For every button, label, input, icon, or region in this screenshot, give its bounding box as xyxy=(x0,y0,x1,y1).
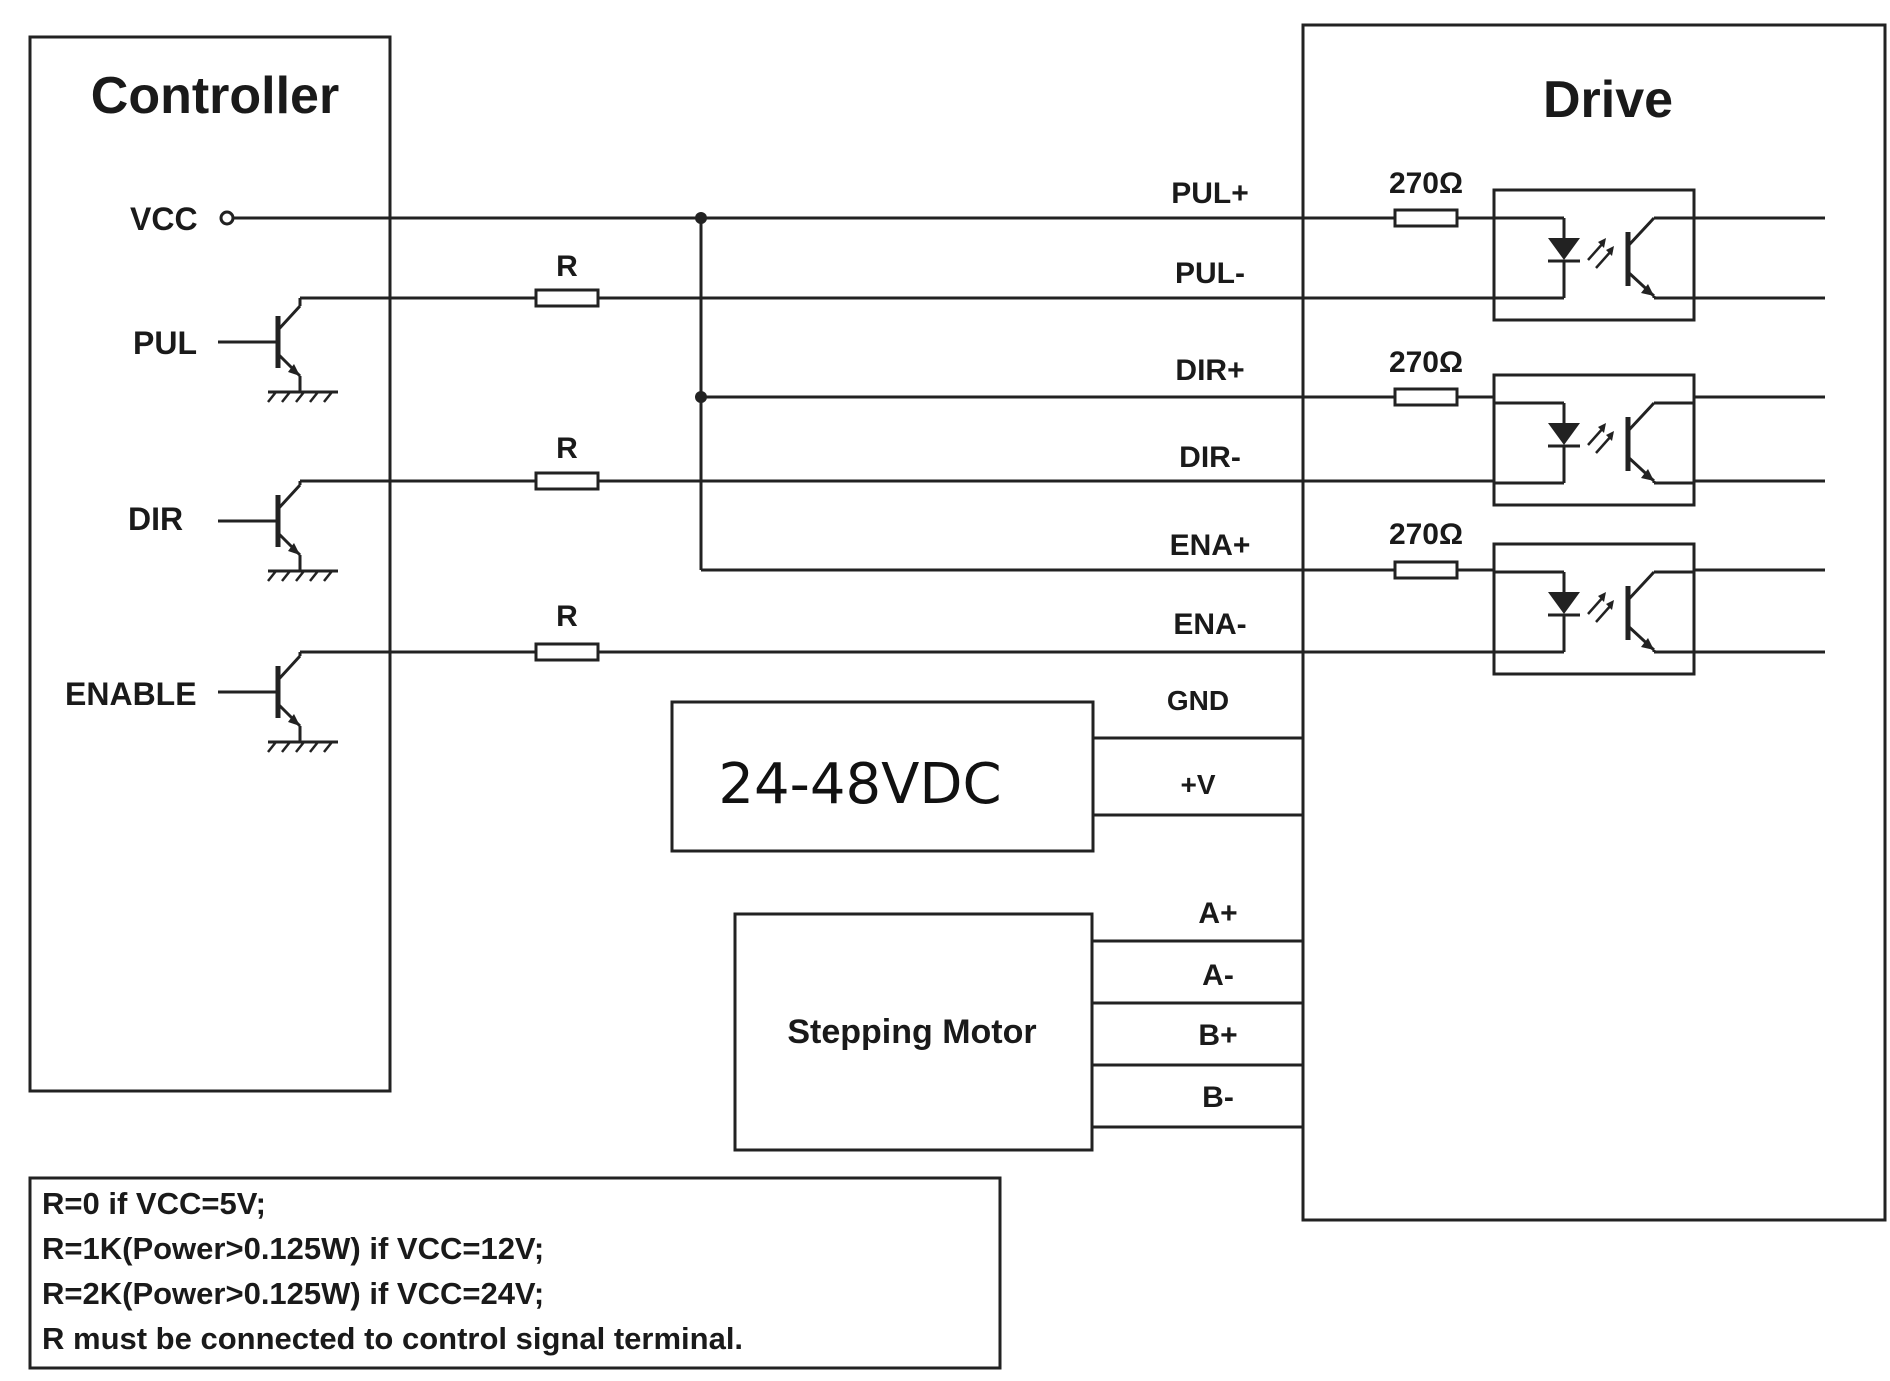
resistor-270-ena-label: 270Ω xyxy=(1389,518,1463,551)
pul-input-label: PUL xyxy=(133,325,197,361)
vcc-label: VCC xyxy=(130,201,198,237)
resistor-r-dir xyxy=(534,471,600,491)
vcc-terminal xyxy=(219,210,235,226)
dir-input-label: DIR xyxy=(128,501,183,537)
resistor-270-ena xyxy=(1393,560,1459,580)
terminal-dir-plus: DIR+ xyxy=(1175,354,1244,387)
resistor-270-pul xyxy=(1393,208,1459,228)
resistor-270-dir xyxy=(1393,387,1459,407)
terminal-pul-plus: PUL+ xyxy=(1171,177,1249,210)
junction-dot xyxy=(695,212,707,224)
terminal-dir-minus: DIR- xyxy=(1179,441,1241,474)
drive-title: Drive xyxy=(1543,71,1673,129)
controller-title: Controller xyxy=(91,67,339,125)
note-line-1: R=0 if VCC=5V; xyxy=(42,1186,266,1221)
terminal-plus-v: +V xyxy=(1180,769,1215,800)
optocoupler-pul xyxy=(1494,190,1694,320)
stepping-motor-box xyxy=(733,912,1094,1152)
notes-box xyxy=(28,1176,1002,1370)
power-supply-label: 24-48VDC xyxy=(718,752,1001,817)
resistor-270-dir-label: 270Ω xyxy=(1389,346,1463,379)
terminal-b-plus: B+ xyxy=(1198,1019,1237,1052)
note-line-2: R=1K(Power>0.125W) if VCC=12V; xyxy=(42,1231,544,1266)
terminal-a-plus: A+ xyxy=(1198,897,1237,930)
resistor-r-pul xyxy=(534,288,600,308)
resistor-r-pul-label: R xyxy=(556,250,578,283)
optocoupler-dir xyxy=(1494,375,1694,505)
terminal-ena-minus: ENA- xyxy=(1173,608,1246,641)
controller-box xyxy=(28,35,392,1093)
power-supply-box xyxy=(670,700,1095,853)
note-line-3: R=2K(Power>0.125W) if VCC=24V; xyxy=(42,1276,544,1311)
terminal-ena-plus: ENA+ xyxy=(1170,529,1251,562)
terminal-a-minus: A- xyxy=(1202,959,1234,992)
enable-input-label: ENABLE xyxy=(65,676,197,712)
note-line-4: R must be connected to control signal te… xyxy=(42,1321,743,1356)
resistor-r-dir-label: R xyxy=(556,432,578,465)
resistor-r-ena-label: R xyxy=(556,600,578,633)
resistor-270-pul-label: 270Ω xyxy=(1389,167,1463,200)
terminal-b-minus: B- xyxy=(1202,1081,1234,1114)
stepping-motor-label: Stepping Motor xyxy=(787,1013,1036,1051)
resistor-r-ena xyxy=(534,642,600,662)
terminal-pul-minus: PUL- xyxy=(1175,257,1245,290)
terminal-gnd: GND xyxy=(1167,685,1229,716)
optocoupler-ena xyxy=(1494,544,1694,674)
